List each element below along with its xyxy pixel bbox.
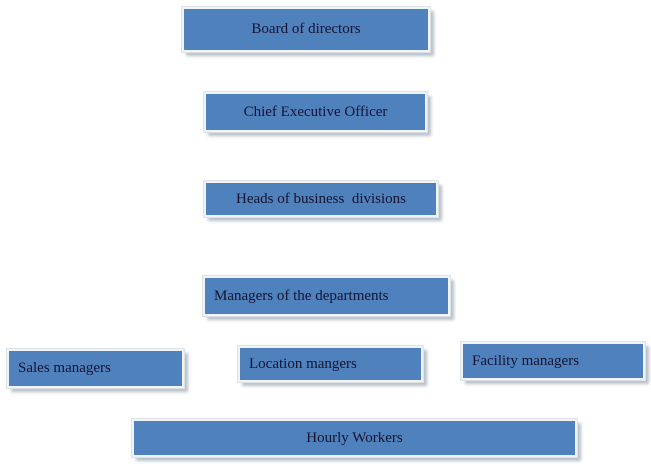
org-box-sales-managers: Sales managers <box>7 349 184 388</box>
org-box-label: Board of directors <box>251 21 361 37</box>
org-box-heads-of-business-divisions: Heads of business divisions <box>204 181 438 217</box>
org-box-label: Chief Executive Officer <box>243 103 388 120</box>
org-box-label: Location mangers <box>249 355 357 372</box>
org-box-label: Heads of business divisions <box>236 190 406 207</box>
org-box-label: Hourly Workers <box>306 429 403 446</box>
org-box-location-mangers: Location mangers <box>238 346 423 382</box>
org-box-label: Facility managers <box>472 352 580 369</box>
org-box-managers-of-departments: Managers of the departments <box>203 276 450 316</box>
org-box-chief-executive-officer: Chief Executive Officer <box>204 92 427 132</box>
org-box-label: Managers of the departments <box>214 287 389 304</box>
org-box-hourly-workers: Hourly Workers <box>132 419 577 457</box>
org-box-board-of-directors: Board of directors <box>182 7 430 52</box>
org-box-label: Sales managers <box>18 360 111 376</box>
org-box-facility-managers: Facility managers <box>461 342 645 380</box>
